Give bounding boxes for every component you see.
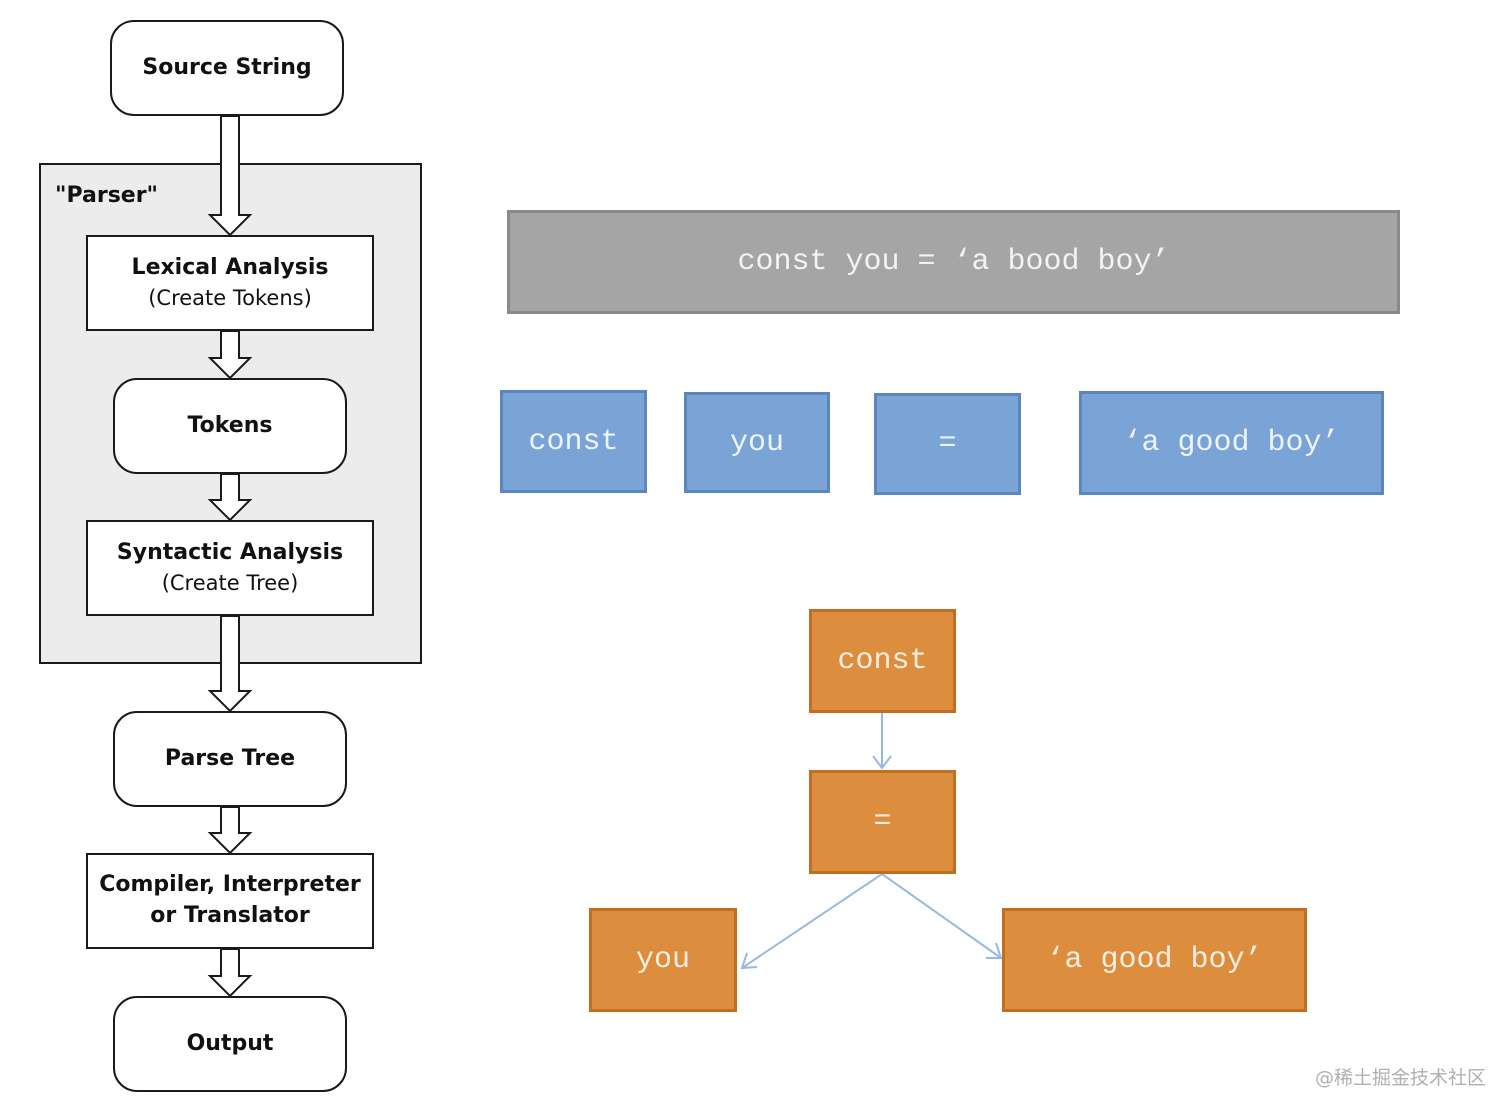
- lexical-analysis-title: Lexical Analysis: [131, 254, 329, 280]
- token-box-const: const: [500, 390, 647, 493]
- syntactic-analysis-node: Syntactic Analysis (Create Tree): [86, 520, 374, 616]
- arrow-compiler-to-output: [207, 948, 253, 998]
- arrow-equals-to-you: [741, 873, 883, 969]
- output-label: Output: [186, 1030, 274, 1056]
- tokens-label: Tokens: [187, 412, 273, 438]
- lexical-analysis-node: Lexical Analysis (Create Tokens): [86, 235, 374, 331]
- parse-tree-label: Parse Tree: [164, 745, 296, 771]
- token-box-you: you: [684, 392, 830, 493]
- arrow-source-to-lexical: [207, 115, 253, 237]
- arrow-lexical-to-tokens: [207, 330, 253, 380]
- source-code-box: const you = ‘a bood boy’: [507, 210, 1400, 314]
- token-text: ‘a good boy’: [1123, 426, 1340, 460]
- token-box-equals: =: [874, 393, 1021, 495]
- compiler-node: Compiler, Interpreter or Translator: [86, 853, 374, 949]
- source-string-label: Source String: [142, 54, 312, 80]
- source-code-text: const you = ‘a bood boy’: [737, 245, 1170, 279]
- watermark: @稀土掘金技术社区: [1314, 1067, 1486, 1089]
- arrowhead-const-to-equals: [872, 755, 892, 770]
- lexical-analysis-subtitle: (Create Tokens): [148, 285, 312, 310]
- parse-tree-node: Parse Tree: [113, 711, 347, 807]
- tree-node-text: ‘a good boy’: [1046, 943, 1263, 977]
- tree-node-text: =: [873, 805, 892, 839]
- compiler-line1: Compiler, Interpreter: [99, 872, 361, 898]
- syntactic-analysis-subtitle: (Create Tree): [161, 570, 299, 595]
- arrow-syntactic-to-parse-tree: [207, 615, 253, 713]
- arrowhead-equals-to-you: [740, 952, 758, 970]
- token-text: =: [938, 427, 957, 461]
- output-node: Output: [113, 996, 347, 1092]
- tree-node-equals: =: [809, 770, 956, 874]
- compiler-line2: or Translator: [150, 903, 310, 928]
- tree-node-you: you: [589, 908, 737, 1012]
- tokens-node: Tokens: [113, 378, 347, 474]
- parser-label: "Parser": [55, 183, 159, 208]
- tree-node-const: const: [809, 609, 956, 713]
- arrow-equals-to-string: [881, 873, 1002, 959]
- arrow-parse-tree-to-compiler: [207, 806, 253, 855]
- source-string-node: Source String: [110, 20, 344, 116]
- arrow-tokens-to-syntactic: [207, 473, 253, 522]
- token-box-string: ‘a good boy’: [1079, 391, 1384, 495]
- tree-node-text: you: [635, 943, 690, 977]
- token-text: const: [528, 424, 619, 459]
- tree-node-text: const: [837, 644, 928, 678]
- syntactic-analysis-title: Syntactic Analysis: [116, 539, 344, 565]
- arrowhead-equals-to-string: [986, 942, 1003, 959]
- token-text: you: [729, 425, 784, 460]
- tree-node-string: ‘a good boy’: [1002, 908, 1307, 1012]
